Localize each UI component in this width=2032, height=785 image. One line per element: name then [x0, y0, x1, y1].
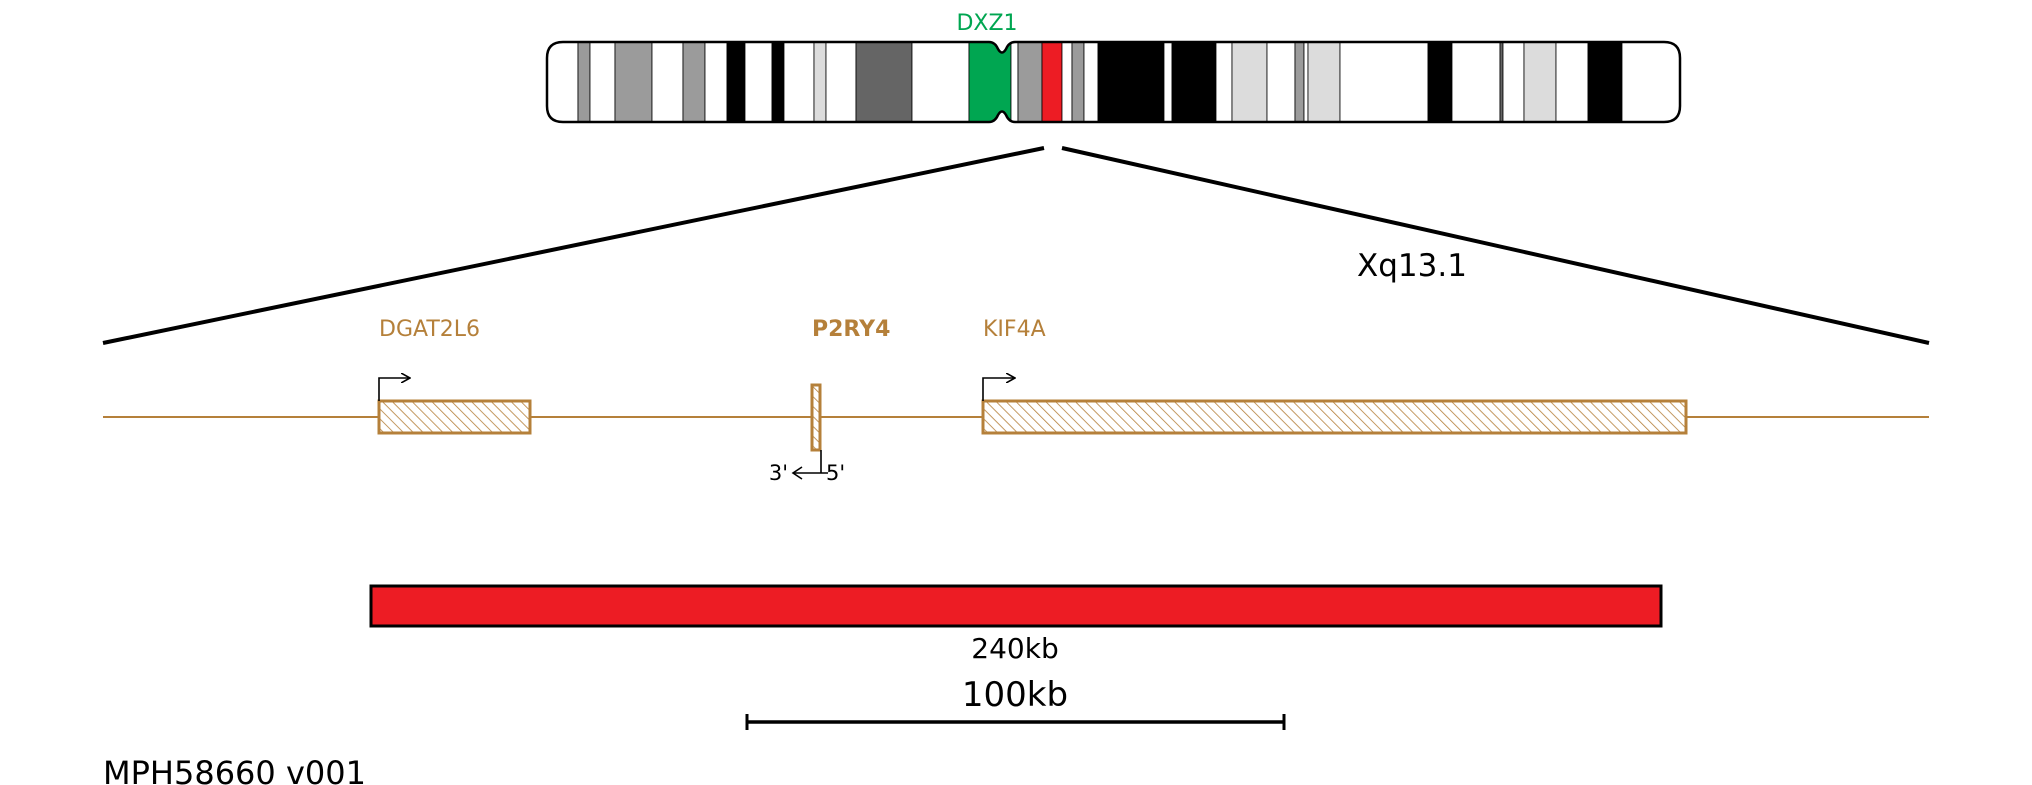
chromosome-band [1587, 42, 1623, 122]
gene-label: DGAT2L6 [379, 317, 480, 342]
chromosome-band [1303, 42, 1309, 122]
gene-box [810, 383, 822, 452]
chromosome-band [771, 42, 785, 122]
chromosome-band [1339, 42, 1429, 122]
chromosome-outline [545, 40, 1682, 124]
chromosome-band [813, 42, 827, 122]
chromosome-band [1555, 42, 1589, 122]
chromosome-band [911, 42, 970, 122]
gene-p2ry4: P2RY4 3' 5' [769, 317, 891, 485]
zoom-line-right [1061, 146, 1930, 345]
tss-arrow-icon [378, 378, 410, 401]
chromosome-band [726, 42, 746, 122]
chromosome-ideogram [545, 40, 1682, 124]
arrow-head-left-icon [791, 466, 803, 480]
chromosome-band [1083, 42, 1099, 122]
chromosome-band [1231, 42, 1268, 122]
chromosome-band [1307, 42, 1341, 122]
tss-arrow-icon [982, 378, 1015, 401]
locus-label: Xq13.1 [1357, 248, 1467, 284]
gene-dgat2l6: DGAT2L6 [377, 317, 532, 435]
chromosome-band [1621, 42, 1680, 122]
chromosome-band [589, 42, 616, 122]
chromosome-band [682, 42, 706, 122]
gene-box [981, 399, 1688, 435]
chromosome-band [1499, 42, 1504, 122]
chromosome-band [614, 42, 653, 122]
probe-size-label: 240kb [971, 632, 1058, 665]
centromere-band [968, 42, 1012, 122]
gene-label: P2RY4 [812, 317, 890, 342]
chromosome-band [744, 42, 773, 122]
scale-bar: 100kb [745, 675, 1286, 730]
centromere-label: DXZ1 [956, 11, 1017, 36]
tss-arrow-icon [793, 450, 828, 474]
chromosome-band [1071, 42, 1085, 122]
chromosome-band [1010, 42, 1019, 122]
chromosome-band [1502, 42, 1525, 122]
probe-bar [369, 584, 1663, 628]
three-prime-label: 3' [769, 461, 788, 485]
chromosome-band [1451, 42, 1501, 122]
chromosome-band [855, 42, 913, 122]
chromosome-band [1163, 42, 1173, 122]
gene-box [377, 399, 532, 435]
chromosome-band [1017, 42, 1043, 122]
chromosome-bands [547, 42, 1680, 122]
five-prime-label: 5' [826, 461, 845, 485]
chromosome-band [1171, 42, 1217, 122]
chromosome-band [1427, 42, 1453, 122]
product-code: MPH58660 v001 [103, 754, 366, 785]
chromosome-band [1097, 42, 1165, 122]
chromosome-band [704, 42, 728, 122]
chromosome-band [1061, 42, 1073, 122]
chromosome-band [651, 42, 684, 122]
scale-bar-label: 100kb [962, 675, 1068, 715]
chromosome-band [577, 42, 591, 122]
chromosome-band [1294, 42, 1305, 122]
chromosome-band [1215, 42, 1233, 122]
target-region-band [1041, 42, 1063, 122]
chromosome-band [1266, 42, 1296, 122]
chromosome-band [1523, 42, 1557, 122]
chromosome-band [825, 42, 857, 122]
chromosome-band [783, 42, 815, 122]
gene-label: KIF4A [983, 317, 1046, 342]
gene-kif4a: KIF4A [981, 317, 1688, 435]
chromosome-band [547, 42, 579, 122]
zoom-line-left [102, 146, 1045, 345]
